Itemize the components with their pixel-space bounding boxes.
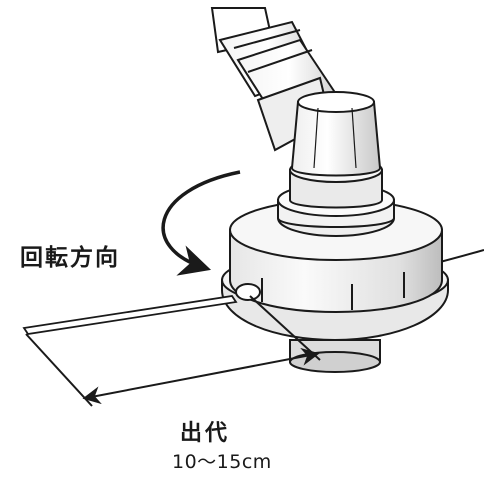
rotation-direction-arrow (161, 170, 241, 276)
line-length-title: 出代 (180, 421, 231, 446)
line-length-dimension (25, 295, 321, 407)
trimmer-head-body (221, 91, 449, 373)
cutting-line-left (22, 295, 238, 335)
rotation-direction-label: 回転方向 (20, 245, 120, 271)
cutting-line-right (439, 249, 484, 263)
line-length-value: 10〜15cm (172, 451, 272, 473)
